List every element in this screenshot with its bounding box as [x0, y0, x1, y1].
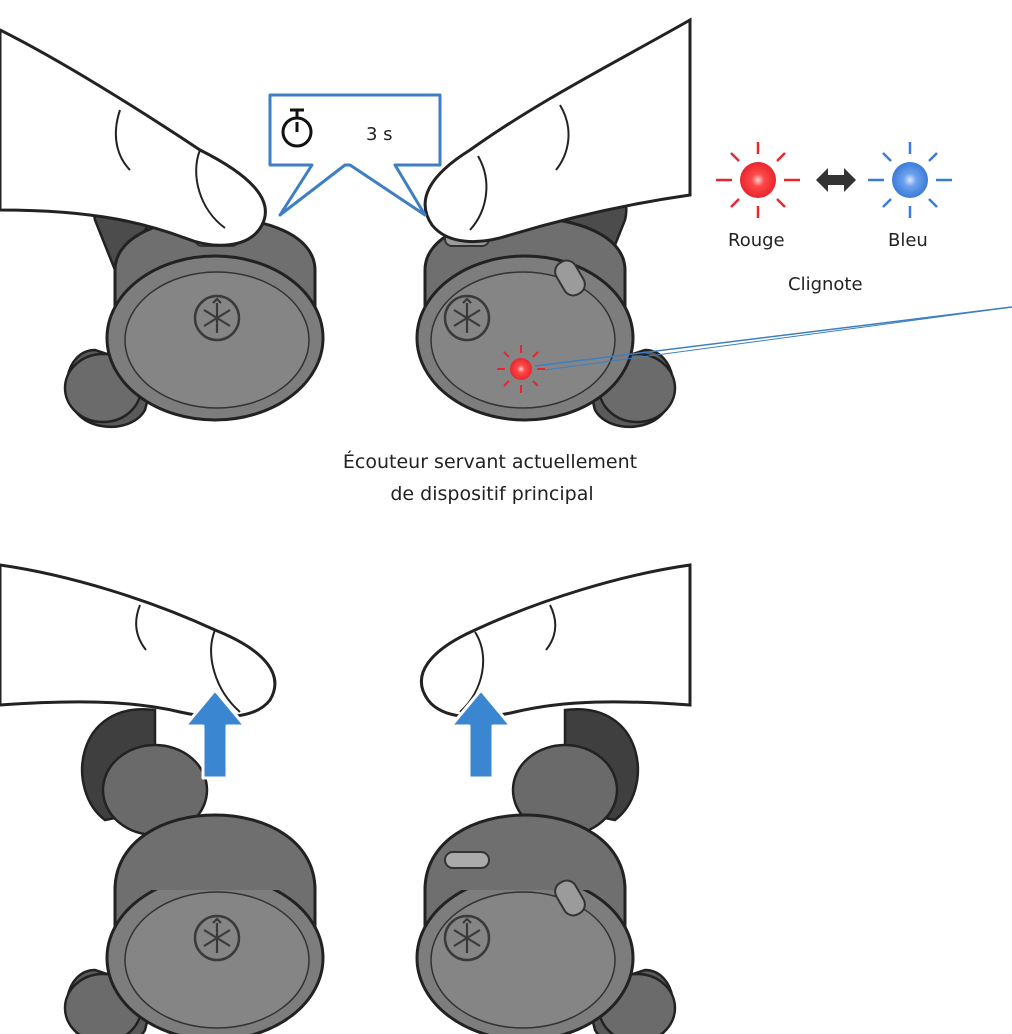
- legend-state-label: Clignote: [788, 274, 863, 295]
- led-red-icon: [716, 142, 800, 218]
- timer-callout: 3 s: [270, 95, 440, 215]
- callout-caption-line1: Écouteur servant actuellement: [343, 450, 637, 473]
- earbud-right-bottom: [417, 709, 675, 1034]
- double-arrow-icon: [816, 168, 856, 192]
- finger-icon: [421, 565, 690, 717]
- finger-icon: [0, 565, 275, 717]
- earbud-left-bottom: [65, 709, 323, 1034]
- timer-duration: 3 s: [366, 124, 393, 145]
- led-legend: Rouge Bleu Clignote: [716, 142, 952, 295]
- led-red-icon: [497, 345, 545, 393]
- legend-red-label: Rouge: [728, 230, 785, 251]
- finger-icon: [0, 30, 265, 245]
- legend-blue-label: Bleu: [888, 230, 928, 251]
- callout-caption-line2: de dispositif principal: [390, 483, 593, 505]
- led-blue-icon: [868, 142, 952, 218]
- finger-icon: [425, 20, 690, 242]
